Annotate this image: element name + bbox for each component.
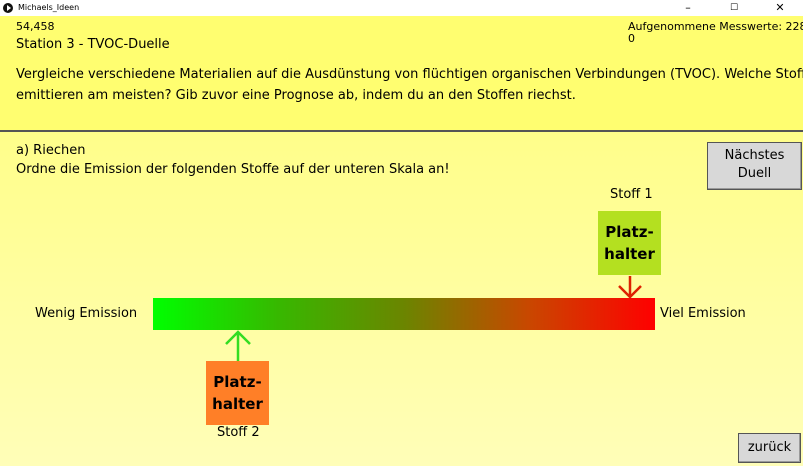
divider — [0, 130, 803, 132]
next-duel-button[interactable]: Nächstes Duell — [707, 142, 802, 190]
app-icon — [3, 3, 13, 13]
item-1-arrow-icon — [618, 276, 642, 299]
emission-scale — [153, 298, 655, 330]
counter-value: 54,458 — [16, 20, 55, 33]
description-line-1: Vergleiche verschiedene Materialien auf … — [16, 67, 803, 82]
item-2-text-1: Platz- — [213, 373, 262, 391]
maximize-button[interactable]: ☐ — [729, 3, 739, 13]
next-duel-label-1: Nächstes — [724, 148, 785, 163]
item-2-text-2: halter — [212, 395, 263, 413]
item-2-arrow-icon — [225, 330, 251, 362]
title-bar: Michaels_Ideen – ☐ ✕ — [0, 0, 803, 16]
scale-high-label: Viel Emission — [660, 306, 746, 321]
back-button[interactable]: zurück — [738, 433, 801, 463]
item-1-card[interactable]: Platz- halter — [598, 211, 661, 275]
next-duel-label-2: Duell — [737, 166, 772, 181]
item-1-label: Stoff 1 — [610, 187, 653, 202]
close-button[interactable]: ✕ — [775, 1, 785, 14]
item-2-label: Stoff 2 — [217, 425, 260, 440]
measurements-value: 0 — [628, 32, 635, 45]
station-title: Station 3 - TVOC-Duelle — [16, 37, 170, 52]
task-heading: a) Riechen — [16, 143, 86, 158]
measurements-label: Aufgenommene Messwerte: 228 — [628, 20, 803, 33]
item-1-text-2: halter — [604, 245, 655, 263]
window-title: Michaels_Ideen — [18, 3, 80, 12]
minimize-button[interactable]: – — [685, 1, 691, 14]
scale-low-label: Wenig Emission — [35, 306, 138, 321]
task-instruction: Ordne die Emission der folgenden Stoffe … — [16, 162, 450, 177]
description-line-2: emittieren am meisten? Gib zuvor eine Pr… — [16, 88, 576, 103]
header-panel — [0, 16, 803, 130]
item-1-text-1: Platz- — [605, 223, 654, 241]
item-2-card[interactable]: Platz- halter — [206, 361, 269, 425]
